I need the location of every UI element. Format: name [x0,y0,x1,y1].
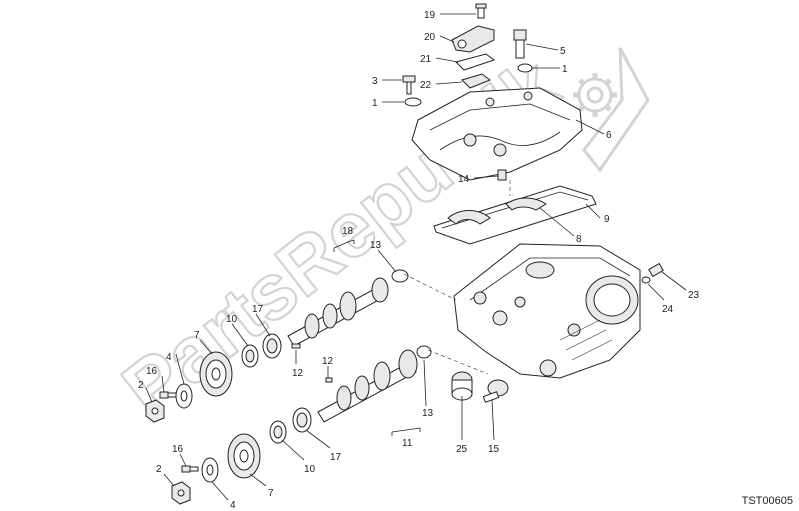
gasket-21 [455,53,496,71]
callout-18: 18 [342,226,354,237]
leader-lines [145,13,687,501]
washer-4-upper [175,383,193,409]
callout-4-lower: 4 [230,500,236,511]
callout-5: 5 [560,46,566,57]
plug-14 [497,169,507,181]
callout-24: 24 [662,304,674,315]
callout-25: 25 [456,444,468,455]
callout-6: 6 [606,130,612,141]
bolt-5 [513,29,527,59]
callout-17-upper: 17 [252,304,264,315]
callout-8: 8 [576,234,582,245]
callout-9: 9 [604,214,610,225]
callout-12-lower: 12 [322,356,334,367]
cam-cover-bolt-19 [475,3,487,19]
timing-pulley-7-lower [227,433,261,479]
bracket-22 [461,73,492,89]
callout-16-upper: 16 [146,366,158,377]
screw-16-upper [159,391,177,399]
bearing-17-lower [292,407,312,433]
cam-sensor-20 [451,25,495,53]
timing-pulley-7-upper [199,351,233,397]
camshaft-lower [317,345,432,423]
bearing-10-lower [269,420,287,444]
callout-12-upper: 12 [292,368,304,379]
callout-19: 19 [424,10,436,21]
washer-1-left [404,97,422,107]
bearing-10-upper [241,344,259,368]
callout-11: 11 [402,438,413,449]
bracket-18 [333,239,355,252]
callout-labels: 19 20 21 22 3 1 5 1 6 14 9 8 18 13 10 17… [138,10,700,511]
callout-21: 21 [420,54,432,65]
pin-15 [482,379,509,403]
washer-4-lower [201,457,219,483]
washer-1-right [517,63,533,73]
screw-16-lower [181,465,199,473]
callout-4-upper: 4 [166,352,172,363]
callout-13-lower: 13 [422,408,434,419]
bearing-17-upper [262,333,282,359]
head-cover-6 [411,87,583,181]
callout-3: 3 [372,76,378,87]
callout-15: 15 [488,444,500,455]
bracket-11 [391,427,421,436]
bolt-3 [402,75,416,95]
callout-10-upper: 10 [226,314,238,325]
gear-icon [573,73,617,117]
camshaft-upper [287,269,409,347]
callout-17-lower: 17 [330,452,342,463]
key-12-lower [325,377,333,383]
callout-20: 20 [424,32,436,43]
callout-16-lower: 16 [172,444,184,455]
fitting-23 [641,262,664,284]
key-12-upper [291,343,301,349]
cylinder-head [453,243,641,379]
callout-1-left: 1 [372,98,378,109]
callout-14: 14 [458,174,470,185]
nut-2-lower [171,481,191,505]
assembly-lines [403,180,511,375]
bushing-25 [451,371,473,401]
callout-7-upper: 7 [194,330,200,341]
callout-10-lower: 10 [304,464,316,475]
seal-8 [447,197,547,225]
callout-7-lower: 7 [268,488,274,499]
callout-23: 23 [688,290,700,301]
diagram-code: TST00605 [741,495,793,507]
nut-2-upper [145,399,165,423]
callout-13-upper: 13 [370,240,382,251]
callout-2-upper: 2 [138,380,144,391]
callout-2-lower: 2 [156,464,162,475]
callout-22: 22 [420,80,432,91]
callout-1-right: 1 [562,64,568,75]
